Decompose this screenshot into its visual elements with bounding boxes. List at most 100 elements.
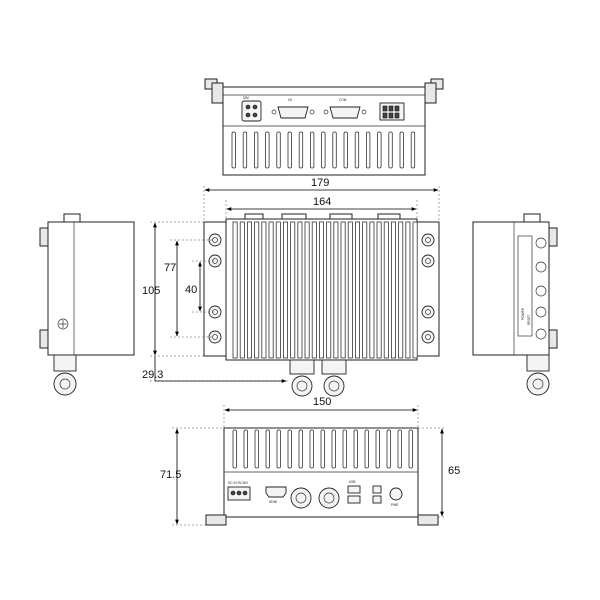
fin — [298, 131, 304, 169]
fin — [408, 429, 413, 469]
fin — [362, 221, 368, 359]
dim-77: 77 — [164, 262, 176, 274]
fin — [365, 131, 371, 169]
fin — [253, 131, 259, 169]
m12-connector-right — [318, 487, 340, 509]
top-heatsink-fins — [231, 131, 416, 169]
fin — [287, 131, 292, 169]
fin — [397, 429, 402, 469]
fin — [290, 221, 296, 359]
mount-screw-hole — [425, 309, 431, 315]
usb-port-bottom — [347, 495, 361, 504]
fin — [246, 221, 252, 359]
fin — [254, 221, 260, 359]
mount-screw-hole — [425, 334, 431, 340]
mount-screw — [421, 233, 435, 247]
fin — [353, 429, 358, 469]
main-view — [203, 213, 440, 397]
fin — [331, 429, 336, 469]
fin — [254, 429, 259, 469]
fin — [282, 221, 288, 359]
pwr-label: PWR — [391, 503, 399, 507]
front-right-foot — [417, 514, 439, 526]
mount-screw-hole — [212, 334, 218, 340]
fin — [388, 131, 393, 169]
fin — [268, 221, 274, 359]
fin — [398, 221, 404, 359]
fin — [304, 221, 310, 359]
fin — [232, 221, 238, 359]
bottom-connector-left — [289, 359, 315, 375]
fin — [383, 221, 389, 359]
fin — [375, 429, 380, 469]
sim-port — [241, 100, 262, 122]
mount-screw — [421, 330, 435, 344]
side-power-label: POWER — [521, 307, 525, 320]
fin — [390, 221, 396, 359]
fin — [340, 221, 346, 359]
fin — [287, 429, 292, 469]
fin — [369, 221, 375, 359]
fin — [309, 429, 314, 469]
io-label: I/O — [288, 98, 293, 102]
fin — [297, 221, 303, 359]
fin — [412, 221, 418, 359]
mount-screw — [208, 233, 222, 247]
hdmi-label: HDMI — [269, 500, 277, 504]
fin — [377, 131, 382, 169]
m12-connector-left — [290, 487, 312, 509]
fin — [276, 131, 281, 169]
fin — [311, 221, 317, 359]
fin — [231, 131, 236, 169]
dim-29-3: 29.3 — [142, 369, 163, 381]
mount-screw-hole — [425, 258, 431, 264]
fin — [320, 429, 325, 469]
fin — [347, 221, 353, 359]
fin — [333, 221, 339, 359]
io-db9-port — [277, 106, 309, 119]
main-heatsink-fins — [232, 221, 418, 359]
top-view: SIM I/O COM — [204, 78, 444, 176]
mount-screw — [208, 233, 435, 344]
fin — [242, 131, 248, 169]
mount-screw-hole — [425, 237, 431, 243]
fin — [354, 131, 360, 169]
dim-105: 105 — [142, 285, 160, 297]
mount-screw-hole — [212, 237, 218, 243]
usb-port-top — [347, 485, 361, 494]
front-left-foot — [205, 514, 227, 526]
dim-71-5: 71.5 — [160, 469, 181, 481]
fin — [321, 131, 326, 169]
com-db9-port — [329, 106, 361, 119]
dim-150: 150 — [313, 396, 331, 408]
front-view: DC IN 9V-36V HDMI USB PWR — [205, 427, 439, 526]
com-label: COM — [339, 98, 347, 102]
fin — [386, 429, 391, 469]
fin — [342, 429, 347, 469]
fin — [265, 429, 270, 469]
dc-in-label: DC IN 9V-36V — [228, 481, 249, 485]
mount-screw — [208, 305, 222, 319]
left-side-view — [39, 213, 135, 396]
mount-screw — [421, 254, 435, 268]
mount-screw — [421, 305, 435, 319]
power-button — [389, 487, 403, 501]
side-reset-label: RESET — [527, 314, 531, 325]
dim-164: 164 — [313, 196, 331, 208]
right-side-view: POWER RESET — [472, 213, 558, 396]
hdmi-port — [265, 486, 287, 498]
fin — [376, 221, 382, 359]
fin — [326, 221, 332, 359]
fin — [332, 131, 337, 169]
fin — [239, 221, 245, 359]
dim-65: 65 — [448, 465, 460, 477]
fin — [343, 131, 348, 169]
dim-179: 179 — [311, 177, 329, 189]
front-heatsink-fins — [232, 429, 413, 469]
fin — [318, 221, 324, 359]
fin — [410, 131, 416, 169]
fin — [265, 131, 270, 169]
fin — [399, 131, 404, 169]
dimension-lines — [150, 186, 446, 526]
